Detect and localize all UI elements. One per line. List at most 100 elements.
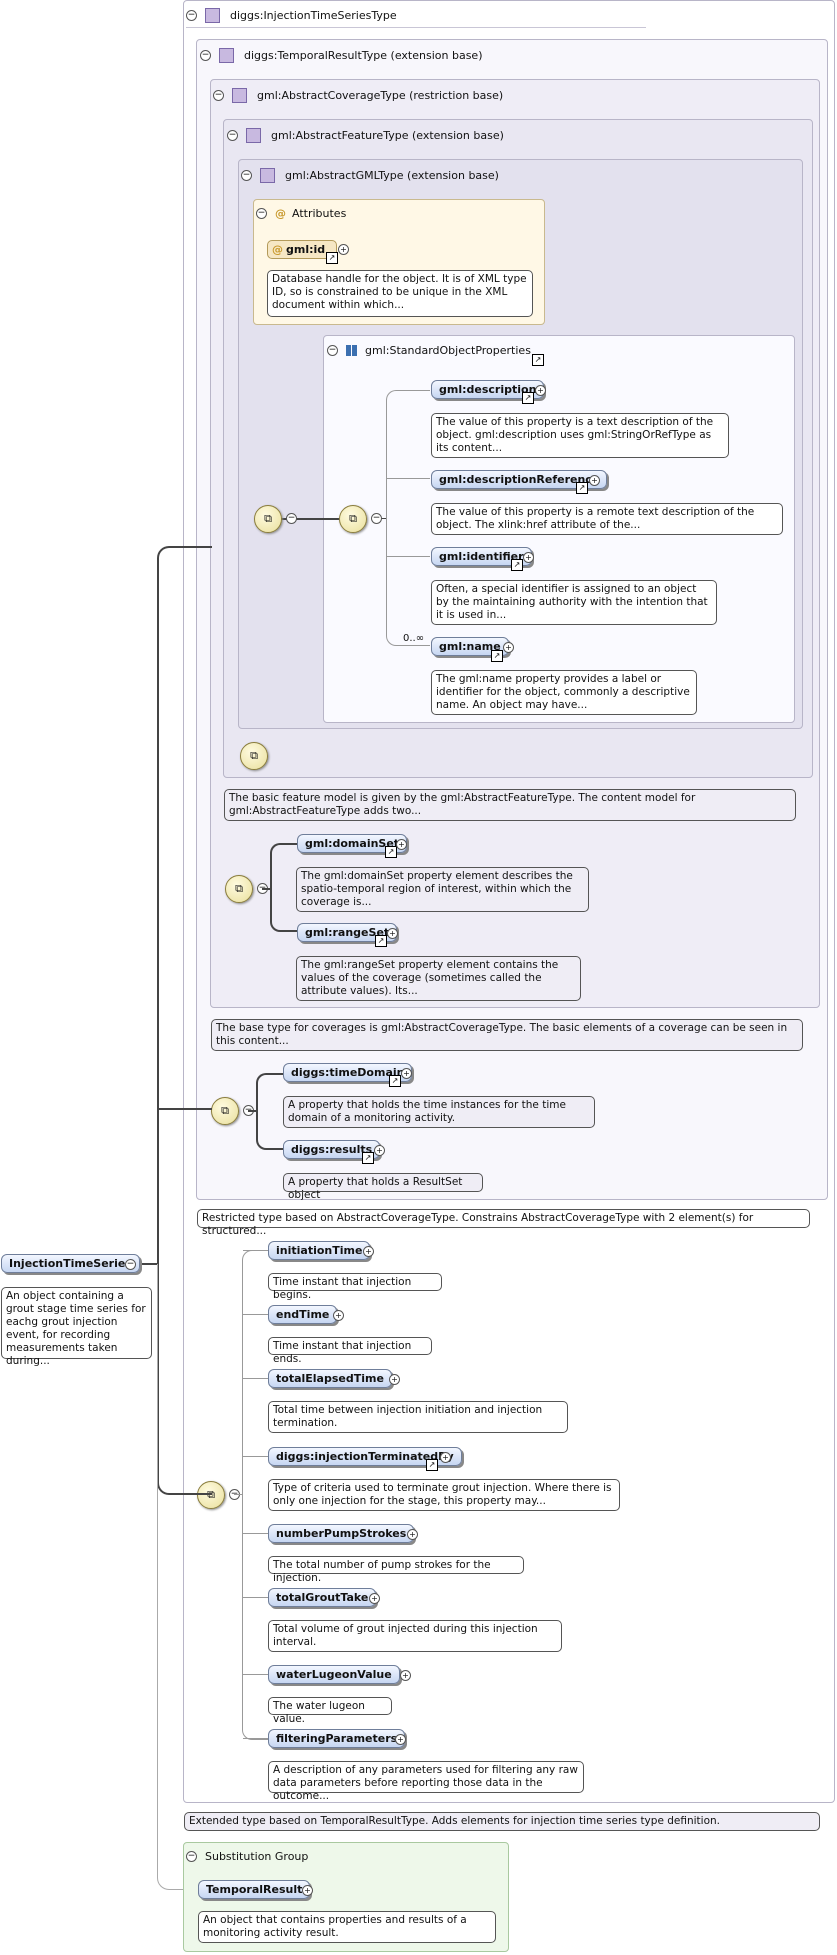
abstract-gml-type-header[interactable]: gml:AbstractGMLType (extension base) <box>241 168 499 183</box>
element-doc: Total volume of grout injected during th… <box>268 1620 562 1652</box>
sequence-compositor-icon[interactable]: ⧉ <box>240 742 268 770</box>
temporal-result-element[interactable]: TemporalResult <box>198 1880 311 1899</box>
connector-line <box>248 1110 257 1112</box>
element-doc: The gml:rangeSet property element contai… <box>296 956 581 1001</box>
expand-icon[interactable] <box>400 1670 411 1681</box>
injection-element[interactable]: initiationTime <box>268 1241 371 1260</box>
sequence-compositor-icon[interactable]: ⧉ <box>254 505 282 533</box>
injection-element[interactable]: endTime <box>268 1305 338 1324</box>
substitution-group-header[interactable]: Substitution Group <box>186 1850 308 1863</box>
expand-icon[interactable] <box>363 1246 374 1257</box>
expand-icon[interactable] <box>387 928 398 939</box>
reference-arrow-icon[interactable]: ↗ <box>576 482 588 494</box>
gml-id-attribute[interactable]: @ gml:id <box>267 240 337 259</box>
gml-range-set-element[interactable]: gml:rangeSet <box>297 923 398 942</box>
expand-icon[interactable] <box>369 1593 380 1604</box>
expand-icon[interactable] <box>338 244 349 255</box>
type-title: gml:AbstractCoverageType (restriction ba… <box>257 89 504 102</box>
connector-line <box>243 1674 269 1675</box>
reference-arrow-icon[interactable]: ↗ <box>426 1459 438 1471</box>
complex-type-icon <box>232 88 247 103</box>
injection-element[interactable]: totalGroutTake <box>268 1588 377 1607</box>
collapse-toggle-icon[interactable] <box>125 1259 136 1270</box>
injection-element[interactable]: filteringParameters <box>268 1729 406 1748</box>
expand-icon[interactable] <box>589 475 600 486</box>
reference-arrow-icon[interactable]: ↗ <box>385 846 397 858</box>
expand-icon[interactable] <box>401 1068 412 1079</box>
element-doc: Type of criteria used to terminate grout… <box>268 1479 620 1511</box>
attributes-title: Attributes <box>292 207 347 220</box>
injection-element[interactable]: numberPumpStrokes <box>268 1524 415 1543</box>
injection-element[interactable]: waterLugeonValue <box>268 1665 400 1684</box>
connector-line <box>262 888 271 890</box>
abstract-coverage-type-header[interactable]: gml:AbstractCoverageType (restriction ba… <box>213 88 503 103</box>
injection-element[interactable]: totalElapsedTime <box>268 1369 392 1388</box>
substitution-link-line <box>157 1264 199 1890</box>
injection-time-series-element[interactable]: InjectionTimeSeries <box>1 1254 140 1273</box>
collapse-toggle-icon[interactable] <box>186 1851 197 1862</box>
collapse-toggle-icon[interactable] <box>213 90 224 101</box>
reference-arrow-icon[interactable]: ↗ <box>532 354 544 366</box>
connector-line <box>277 518 339 520</box>
expand-icon[interactable] <box>333 1310 344 1321</box>
sequence-compositor-icon[interactable]: ⧉ <box>211 1097 239 1125</box>
collapse-toggle-icon[interactable] <box>256 208 267 219</box>
reference-arrow-icon[interactable]: ↗ <box>389 1075 401 1087</box>
expand-icon[interactable] <box>395 1734 406 1745</box>
collapse-toggle-icon[interactable] <box>371 513 382 524</box>
injection-time-series-type-header[interactable]: diggs:InjectionTimeSeriesType <box>186 8 397 23</box>
coverage-type-doc: The base type for coverages is gml:Abstr… <box>211 1019 803 1051</box>
root-element-doc: An object containing a grout stage time … <box>1 1287 152 1367</box>
gml-name-element[interactable]: gml:name <box>431 637 509 656</box>
element-doc: A property that holds the time instances… <box>283 1096 595 1128</box>
standard-object-properties-header[interactable]: gml:StandardObjectProperties <box>327 344 531 357</box>
bracket-line <box>386 390 430 646</box>
element-doc: The value of this property is a remote t… <box>431 503 783 535</box>
reference-arrow-icon[interactable]: ↗ <box>511 559 523 571</box>
temporal-result-type-header[interactable]: diggs:TemporalResultType (extension base… <box>200 48 482 63</box>
reference-arrow-icon[interactable]: ↗ <box>362 1152 374 1164</box>
reference-arrow-icon[interactable]: ↗ <box>326 252 338 264</box>
substitution-group-title: Substitution Group <box>205 1850 309 1863</box>
reference-arrow-icon[interactable]: ↗ <box>375 935 387 947</box>
attribute-doc: Database handle for the object. It is of… <box>267 270 533 317</box>
diggs-time-domain-element[interactable]: diggs:timeDomain <box>283 1063 413 1082</box>
header-divider <box>186 27 646 28</box>
bracket-line <box>242 1250 270 1740</box>
injection-element[interactable]: diggs:injectionTerminatedBy <box>268 1447 462 1466</box>
connector-line <box>243 1378 269 1379</box>
connector-line <box>157 1108 212 1110</box>
expand-icon[interactable] <box>396 839 407 850</box>
expand-icon[interactable] <box>523 552 534 563</box>
attributes-header[interactable]: @ Attributes <box>256 207 346 220</box>
collapse-toggle-icon[interactable] <box>200 50 211 61</box>
collapse-toggle-icon[interactable] <box>286 513 297 524</box>
collapse-toggle-icon[interactable] <box>227 130 238 141</box>
expand-icon[interactable] <box>440 1452 451 1463</box>
attribute-name: gml:id <box>286 243 326 256</box>
bracket-line <box>270 843 297 932</box>
reference-arrow-icon[interactable]: ↗ <box>491 650 503 662</box>
element-doc: The value of this property is a text des… <box>431 413 729 458</box>
expand-icon[interactable] <box>503 642 514 653</box>
abstract-feature-type-header[interactable]: gml:AbstractFeatureType (extension base) <box>227 128 504 143</box>
connector-line <box>234 1494 243 1495</box>
gml-domain-set-element[interactable]: gml:domainSet <box>297 834 408 853</box>
gml-description-reference-element[interactable]: gml:descriptionReference <box>431 470 608 489</box>
sequence-compositor-icon[interactable]: ⧉ <box>339 505 367 533</box>
reference-arrow-icon[interactable]: ↗ <box>522 392 534 404</box>
gml-description-element[interactable]: gml:description <box>431 380 545 399</box>
expand-icon[interactable] <box>302 1885 313 1896</box>
element-doc: The gml:domainSet property element descr… <box>296 867 589 912</box>
expand-icon[interactable] <box>374 1145 385 1156</box>
sequence-compositor-icon[interactable]: ⧉ <box>225 875 253 903</box>
collapse-toggle-icon[interactable] <box>241 170 252 181</box>
expand-icon[interactable] <box>407 1529 418 1540</box>
collapse-toggle-icon[interactable] <box>327 345 338 356</box>
collapse-toggle-icon[interactable] <box>186 10 197 21</box>
diggs-results-element[interactable]: diggs:results <box>283 1140 381 1159</box>
expand-icon[interactable] <box>535 385 546 396</box>
feature-type-doc: The basic feature model is given by the … <box>224 789 796 821</box>
gml-identifier-element[interactable]: gml:identifier <box>431 547 532 566</box>
expand-icon[interactable] <box>389 1374 400 1385</box>
